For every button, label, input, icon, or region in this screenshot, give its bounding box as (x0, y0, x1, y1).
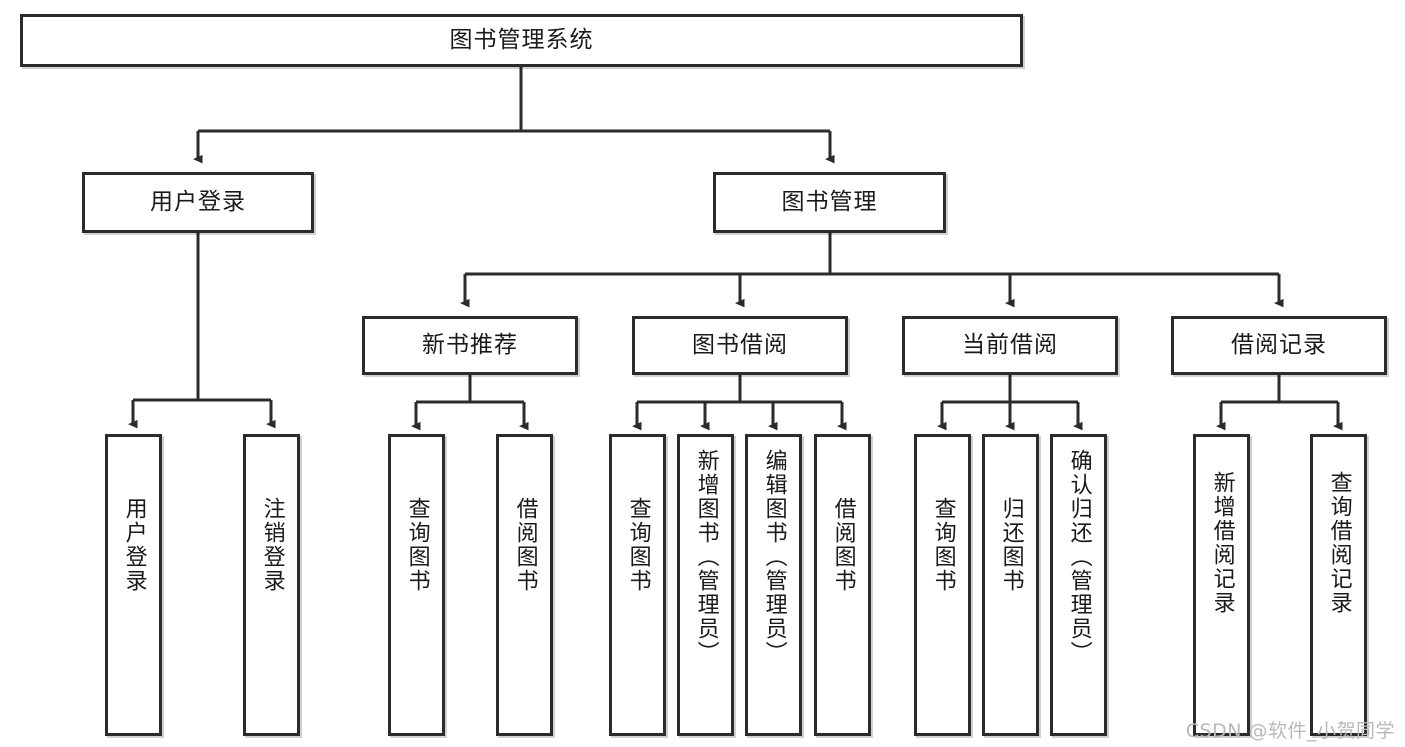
node-user-login[interactable]: 用户登录 (82, 172, 314, 233)
node-user-login-label: 用户登录 (150, 188, 246, 215)
node-leaf-confirm-return-label: 确认归还（管理员） (1066, 449, 1092, 665)
node-root-label: 图书管理系统 (449, 26, 594, 53)
node-new-book-rec-label: 新书推荐 (422, 331, 518, 358)
node-leaf-add-book-label: 新增图书（管理员） (693, 449, 719, 665)
node-leaf-user-logout-label: 注销登录 (259, 497, 285, 593)
node-leaf-return-book[interactable]: 归还图书 (982, 434, 1039, 736)
node-leaf-add-record-label: 新增借阅记录 (1209, 471, 1235, 615)
node-leaf-query-book-1-label: 查询图书 (404, 497, 430, 593)
node-new-book-rec[interactable]: 新书推荐 (362, 316, 578, 375)
node-leaf-user-logout[interactable]: 注销登录 (243, 434, 300, 736)
node-book-manage[interactable]: 图书管理 (713, 172, 946, 233)
node-borrow-record[interactable]: 借阅记录 (1171, 316, 1387, 375)
node-leaf-add-record[interactable]: 新增借阅记录 (1193, 434, 1250, 736)
node-current-borrow[interactable]: 当前借阅 (902, 316, 1118, 375)
node-root[interactable]: 图书管理系统 (20, 14, 1023, 67)
node-current-borrow-label: 当前借阅 (962, 331, 1058, 358)
node-leaf-confirm-return[interactable]: 确认归还（管理员） (1050, 434, 1107, 736)
node-book-borrow-label: 图书借阅 (692, 331, 788, 358)
node-leaf-user-login[interactable]: 用户登录 (105, 434, 162, 736)
node-leaf-borrow-book-2-label: 借阅图书 (830, 497, 856, 593)
node-leaf-query-record[interactable]: 查询借阅记录 (1310, 434, 1367, 736)
node-leaf-query-book-3[interactable]: 查询图书 (914, 434, 971, 736)
node-leaf-edit-book[interactable]: 编辑图书（管理员） (745, 434, 802, 736)
node-book-manage-label: 图书管理 (781, 188, 878, 215)
node-leaf-query-book-2-label: 查询图书 (625, 497, 651, 593)
node-leaf-query-book-3-label: 查询图书 (930, 497, 956, 593)
watermark-text: CSDN @软件_小贺同学 (1185, 720, 1395, 742)
node-leaf-query-book-2[interactable]: 查询图书 (609, 434, 666, 736)
node-borrow-record-label: 借阅记录 (1231, 331, 1327, 358)
node-leaf-user-login-label: 用户登录 (121, 497, 147, 593)
node-leaf-borrow-book-1-label: 借阅图书 (512, 497, 538, 593)
node-leaf-query-record-label: 查询借阅记录 (1326, 471, 1352, 615)
node-leaf-add-book[interactable]: 新增图书（管理员） (677, 434, 734, 736)
node-leaf-query-book-1[interactable]: 查询图书 (388, 434, 445, 736)
node-leaf-borrow-book-2[interactable]: 借阅图书 (814, 434, 871, 736)
node-leaf-borrow-book-1[interactable]: 借阅图书 (496, 434, 553, 736)
node-leaf-edit-book-label: 编辑图书（管理员） (761, 449, 787, 665)
node-book-borrow[interactable]: 图书借阅 (632, 316, 848, 375)
node-leaf-return-book-label: 归还图书 (998, 497, 1024, 593)
